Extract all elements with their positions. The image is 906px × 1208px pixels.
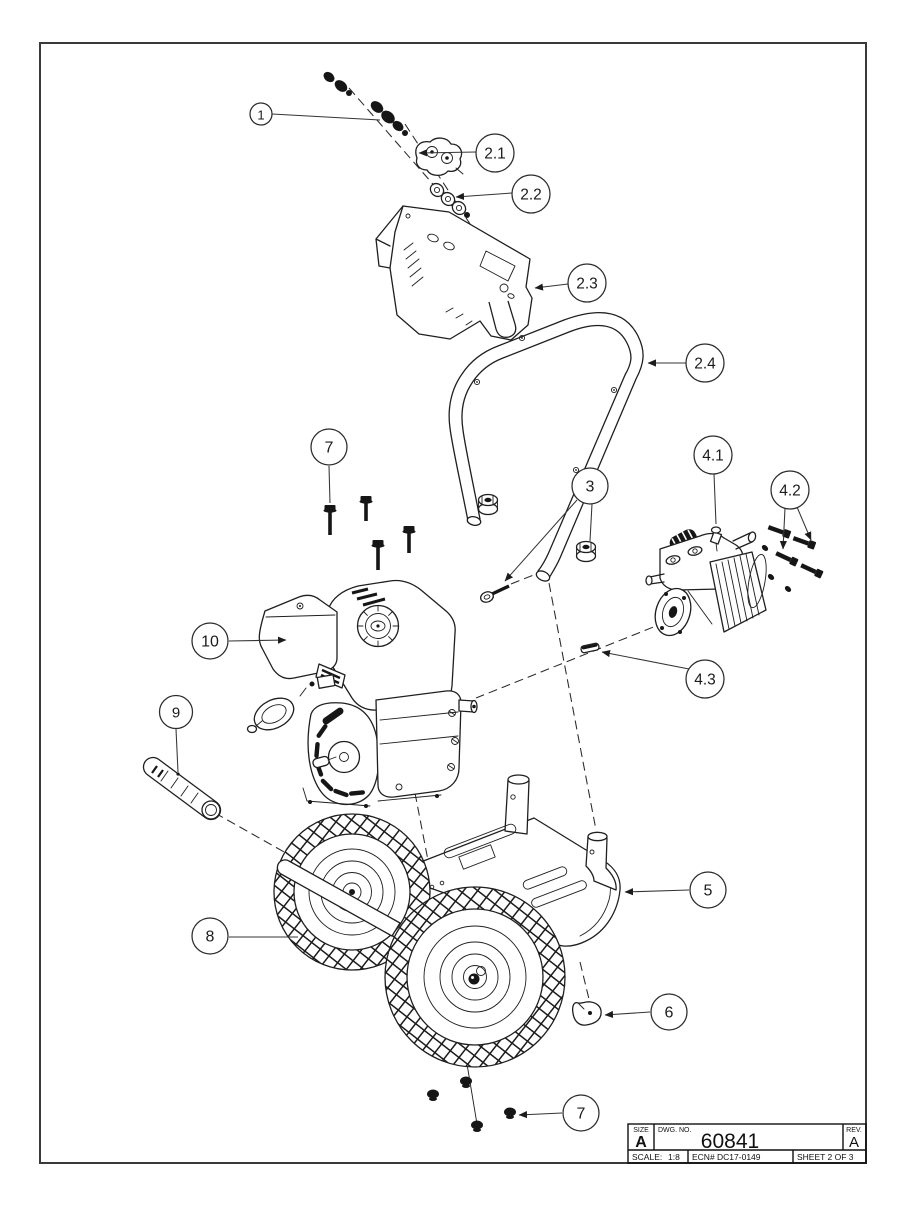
drawing-border bbox=[39, 42, 867, 1164]
svg-text:3: 3 bbox=[586, 479, 595, 496]
part-handle-2-4 bbox=[448, 312, 644, 582]
svg-text:2.1: 2.1 bbox=[484, 146, 506, 163]
callout-4-3: 4.3 bbox=[685, 659, 725, 699]
part-foot-6 bbox=[572, 1001, 602, 1026]
callout-2-3: 2.3 bbox=[567, 263, 607, 303]
size-value: A bbox=[635, 1134, 647, 1151]
svg-text:9: 9 bbox=[172, 705, 180, 722]
carriage-bolt bbox=[480, 584, 510, 603]
callout-1: 1 bbox=[249, 102, 273, 126]
recoil-starter bbox=[307, 702, 380, 806]
frame-crossbar bbox=[276, 859, 401, 937]
scale-value: 1:8 bbox=[668, 1152, 680, 1162]
part-capnuts-7-bottom bbox=[427, 1076, 516, 1132]
ecn-text: ECN# DC17-0149 bbox=[692, 1152, 761, 1162]
handle-stub-left bbox=[504, 774, 530, 835]
svg-text:1: 1 bbox=[257, 108, 264, 123]
size-label: SIZE bbox=[633, 1127, 649, 1134]
part-hardware-1 bbox=[323, 71, 408, 136]
svg-text:2.3: 2.3 bbox=[576, 276, 598, 293]
callout-6: 6 bbox=[650, 993, 688, 1031]
part-panel-2-3 bbox=[375, 205, 533, 341]
callout-7-top: 7 bbox=[310, 428, 348, 466]
panel-vent-slots bbox=[403, 242, 424, 287]
callout-4-1: 4.1 bbox=[693, 435, 733, 475]
pump-fins bbox=[709, 551, 767, 633]
dwg-no-label: DWG. NO. bbox=[658, 1127, 691, 1134]
part-pump-4-1 bbox=[645, 526, 767, 637]
scale-label: SCALE: bbox=[632, 1152, 662, 1162]
callout-9: 9 bbox=[158, 694, 194, 730]
crankcase-screws bbox=[395, 709, 459, 791]
part-nuts-2-2 bbox=[429, 182, 470, 218]
tank-decal bbox=[351, 587, 386, 607]
callout-balloons: 1 2.1 2.2 2.3 2.4 7 3 4.1 4.2 4.3 10 9 5… bbox=[158, 102, 810, 1132]
muffler bbox=[246, 697, 295, 734]
knob-right bbox=[575, 540, 597, 563]
svg-text:4.2: 4.2 bbox=[779, 483, 801, 500]
svg-text:6: 6 bbox=[665, 1005, 674, 1022]
callout-3: 3 bbox=[571, 467, 609, 505]
inlet-fitting bbox=[645, 573, 665, 586]
leader-lines bbox=[175, 113, 812, 1119]
rev-value: A bbox=[849, 1134, 859, 1151]
outlet-barb bbox=[732, 531, 757, 550]
part-frame-5 bbox=[389, 774, 621, 947]
part-fitting-2-1 bbox=[415, 137, 464, 177]
callout-7-bottom: 7 bbox=[562, 1094, 600, 1132]
part-bolts-7-top bbox=[323, 496, 416, 570]
part-shaft-key-4-3 bbox=[580, 642, 600, 654]
thermal-valve bbox=[709, 526, 723, 552]
part-axle-grip-9 bbox=[142, 756, 222, 821]
handle-stub-right bbox=[585, 831, 617, 891]
knob-left bbox=[477, 493, 499, 516]
dwg-no-value: 60841 bbox=[701, 1130, 759, 1153]
rev-label: REV. bbox=[846, 1127, 862, 1134]
callout-4-2: 4.2 bbox=[770, 470, 810, 510]
svg-text:7: 7 bbox=[325, 440, 334, 457]
part-pump-bolts-4-2 bbox=[761, 525, 824, 592]
part-engine-10 bbox=[246, 579, 478, 808]
svg-text:4.1: 4.1 bbox=[702, 448, 724, 465]
svg-text:5: 5 bbox=[704, 883, 713, 900]
svg-text:2.2: 2.2 bbox=[520, 187, 542, 204]
svg-text:7: 7 bbox=[577, 1106, 586, 1123]
callout-10: 10 bbox=[191, 622, 229, 660]
handle-mount-holes bbox=[473, 334, 618, 474]
callout-8: 8 bbox=[191, 917, 229, 955]
part-wheel-front bbox=[384, 886, 566, 1068]
svg-text:8: 8 bbox=[206, 929, 215, 946]
svg-text:4.3: 4.3 bbox=[694, 672, 716, 689]
crankshaft bbox=[458, 699, 478, 714]
pump-flange bbox=[654, 587, 692, 637]
title-block: SIZE A DWG. NO. 60841 REV. A SCALE: 1:8 … bbox=[627, 1123, 867, 1164]
callout-2-1: 2.1 bbox=[475, 133, 515, 173]
fuel-cap bbox=[356, 604, 400, 648]
callout-2-2: 2.2 bbox=[511, 174, 551, 214]
part-knob-3 bbox=[477, 493, 597, 603]
callout-5: 5 bbox=[689, 871, 727, 909]
svg-text:2.4: 2.4 bbox=[694, 356, 716, 373]
svg-text:10: 10 bbox=[201, 634, 219, 651]
sheet-text: SHEET 2 OF 3 bbox=[797, 1152, 854, 1162]
callout-2-4: 2.4 bbox=[685, 343, 725, 383]
